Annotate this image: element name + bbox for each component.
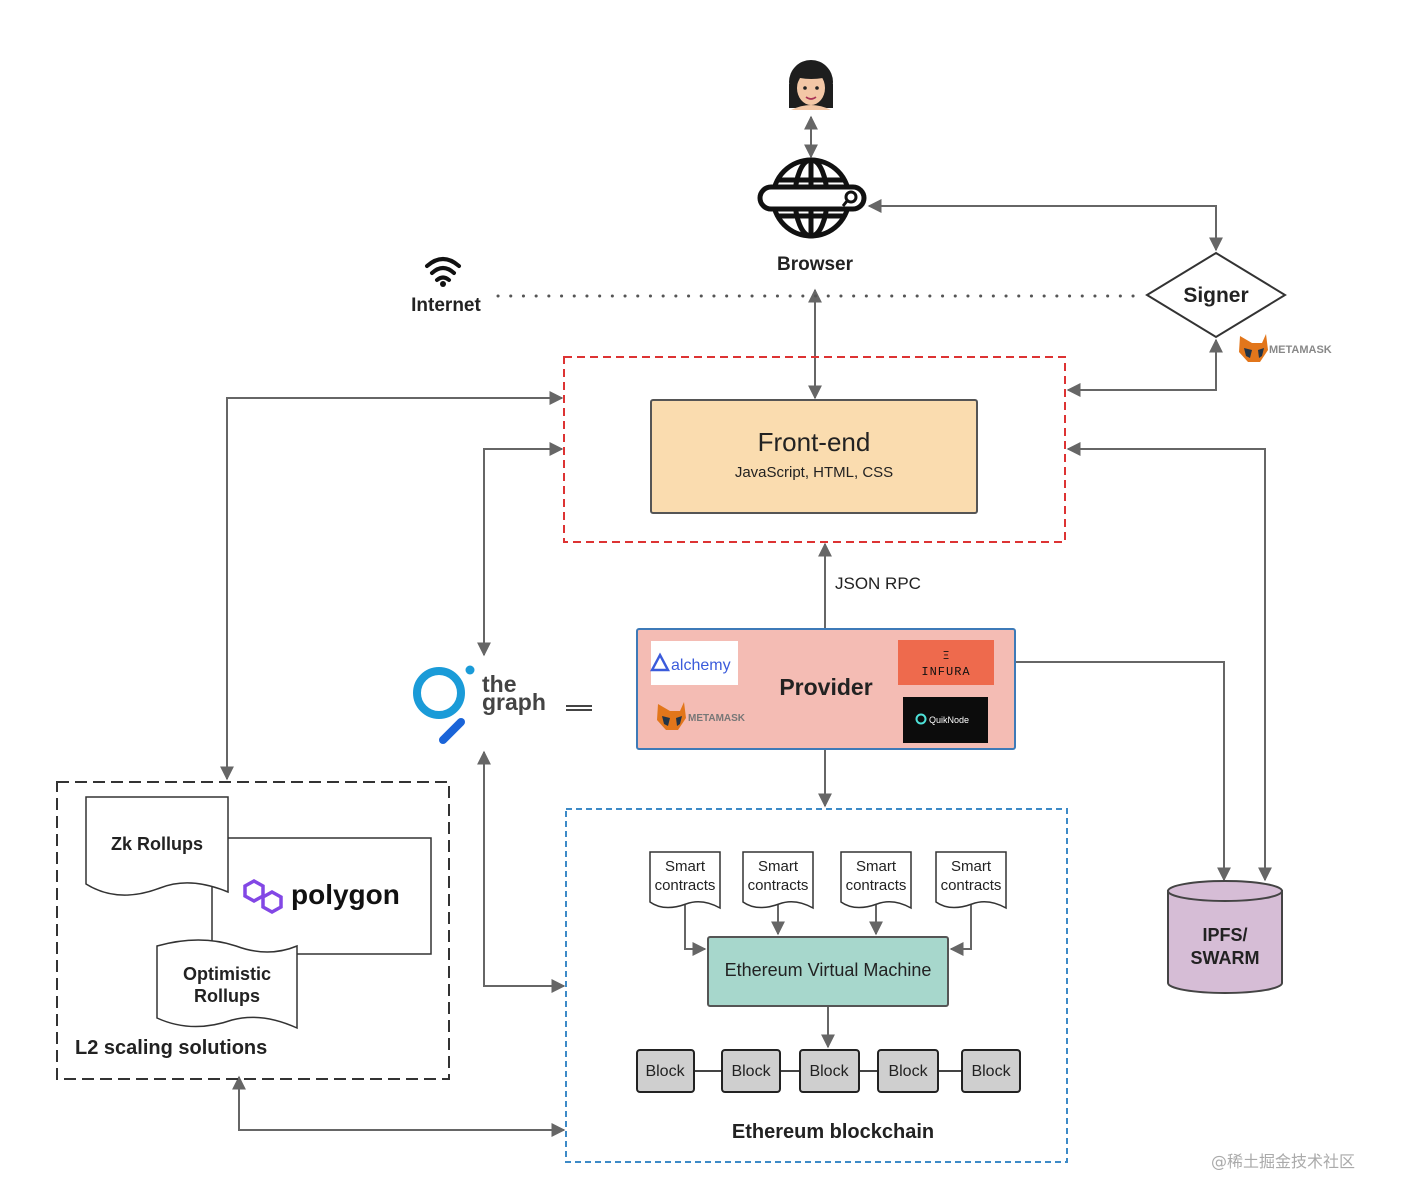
smart-contract-label: Smart (665, 858, 706, 875)
signer-label: Signer (1183, 284, 1248, 307)
signer-frontend-connector (1066, 338, 1223, 397)
evm-box (707, 936, 949, 1007)
smart-contract-label: Smart (951, 858, 992, 875)
ethereum-dashed-container (565, 808, 1068, 1163)
globe-search-icon (757, 157, 867, 239)
evm-label: Ethereum Virtual Machine (725, 960, 932, 980)
metamask-fox-icon (657, 702, 686, 730)
optimistic-rollups-document (156, 939, 298, 1030)
smart-contract-label: contracts (748, 877, 809, 894)
smart-contract-document: Smart contracts (935, 851, 1007, 910)
quicknode-label: QuikNode (929, 715, 969, 725)
ethereum-label: Ethereum blockchain (732, 1121, 934, 1143)
l2-label: L2 scaling solutions (75, 1037, 267, 1059)
smart-contract-label: contracts (655, 877, 716, 894)
contract-evm-connector (684, 905, 707, 956)
wifi-icon (425, 257, 461, 287)
smart-contract-label: Smart (758, 858, 799, 875)
thegraph-logo (413, 665, 475, 744)
polygon-label: polygon (291, 879, 400, 910)
thegraph-label-line2: graph (482, 689, 546, 715)
quicknode-icon (915, 713, 927, 725)
watermark: @稀土掘金技术社区 (1211, 1152, 1355, 1171)
frontend-box (650, 399, 978, 514)
frontend-subtitle: JavaScript, HTML, CSS (735, 464, 893, 481)
frontend-dashed-container (563, 356, 1066, 543)
block-label: Block (971, 1063, 1011, 1080)
woman-user-icon (789, 60, 833, 110)
browser-signer-connector (867, 199, 1223, 252)
frontend-title: Front-end (758, 427, 871, 457)
block: Block (721, 1049, 781, 1093)
frontend-ipfs-connector (1066, 442, 1272, 882)
signer-diamond (1145, 251, 1287, 339)
block: Block (961, 1049, 1021, 1093)
thegraph-ethereum-connector (477, 750, 566, 993)
smart-contract-document: Smart contracts (840, 851, 912, 910)
l2-ethereum-connector (232, 1075, 566, 1137)
smart-contract-document: Smart contracts (742, 851, 814, 910)
l2-dashed-container (56, 781, 450, 1080)
block-label: Block (809, 1063, 849, 1080)
ipfs-cylinder (1167, 880, 1283, 994)
ipfs-label-line2: SWARM (1191, 948, 1260, 968)
zk-rollups-document (85, 796, 229, 896)
signer-metamask-logo: METAMASK (1269, 344, 1332, 356)
block: Block (799, 1049, 860, 1093)
block: Block (636, 1049, 695, 1093)
optimistic-rollups-label-line2: Rollups (194, 986, 260, 1006)
block-label: Block (888, 1063, 928, 1080)
thegraph-underline-icon (566, 705, 592, 711)
browser-label: Browser (777, 254, 854, 275)
infura-logo (898, 640, 994, 685)
alchemy-label: alchemy (671, 657, 731, 674)
provider-ipfs-connector (995, 655, 1231, 882)
provider-title: Provider (779, 674, 872, 700)
smart-contract-label: Smart (856, 858, 897, 875)
frontend-l2-connector (220, 391, 564, 781)
optimistic-rollups-label-line1: Optimistic (183, 964, 271, 984)
block-label: Block (731, 1063, 771, 1080)
frontend-thegraph-connector (477, 442, 564, 657)
smart-contract-document: Smart contracts (649, 851, 721, 910)
provider-metamask-logo: METAMASK (688, 713, 746, 724)
metamask-fox-icon (1239, 334, 1268, 362)
connectors (220, 115, 1272, 1137)
smart-contract-label: contracts (941, 877, 1002, 894)
zk-rollups-label: Zk Rollups (111, 834, 203, 854)
internet-label: Internet (411, 295, 481, 316)
contract-evm-connector (949, 905, 972, 956)
infura-glyph: Ξ (943, 649, 950, 662)
ipfs-label-line1: IPFS/ (1202, 925, 1247, 945)
infura-label: INFURA (921, 665, 970, 679)
smart-contract-label: contracts (846, 877, 907, 894)
alchemy-icon (650, 652, 670, 672)
block-label: Block (645, 1063, 685, 1080)
polygon-logo-icon (243, 878, 283, 915)
json-rpc-label: JSON RPC (835, 574, 921, 593)
thegraph-label-line1: the (482, 671, 517, 697)
block: Block (877, 1049, 939, 1093)
